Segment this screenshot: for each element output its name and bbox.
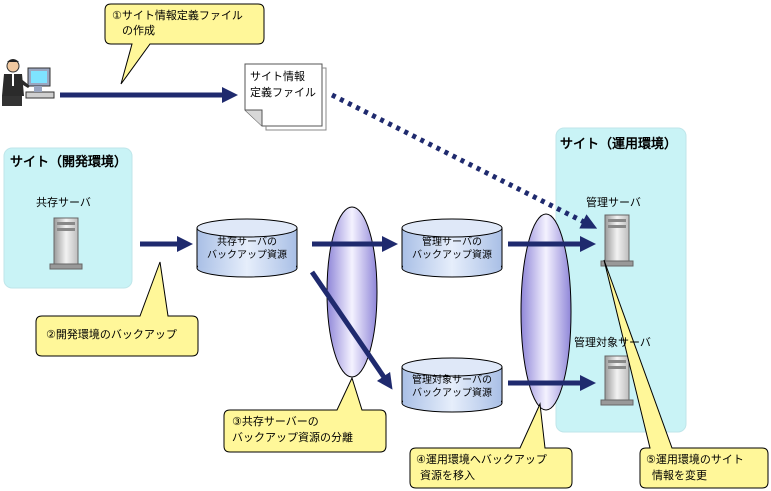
callout-5-bubble [603, 259, 769, 489]
arrow-doc-to-manager-dotted [330, 92, 598, 229]
document-label-line1: サイト情報 [250, 70, 305, 83]
manager-resource-label-line2: バックアップ資源 [412, 250, 492, 261]
callout-3-line2: バックアップ資源の分離 [232, 431, 353, 444]
definition-file-document [244, 63, 327, 131]
callout-3-bubble [223, 376, 387, 453]
coexist-server-label: 共存サーバ [36, 196, 91, 209]
callout-1-line1: ①サイト情報定義ファイル [112, 9, 243, 22]
separation-lens [326, 206, 378, 378]
user-at-pc-icon [2, 59, 55, 106]
target-server-icon [600, 355, 634, 406]
manager-resource-cylinder [401, 218, 503, 278]
coexist-resource-cylinder [196, 218, 298, 278]
document-label-line2: 定義ファイル [250, 86, 316, 99]
callout-5-line2: 情報を変更 [652, 469, 707, 482]
coexist-resource-label-line2: バックアップ資源 [207, 250, 287, 261]
dev-site-title: サイト（開発環境） [10, 155, 128, 170]
coexist-server-icon [49, 217, 83, 270]
ops-site-title: サイト（運用環境） [560, 137, 678, 152]
target-resource-label-line2: バックアップ資源 [412, 388, 492, 399]
import-lens [520, 213, 572, 411]
callout-4-line2: 資源を移入 [420, 469, 475, 482]
target-resource-cylinder [401, 357, 503, 413]
callout-5-line1: ⑤運用環境のサイト [646, 453, 744, 466]
callout-1-line2: の作成 [122, 24, 155, 37]
manager-server-label: 管理サーバ [586, 196, 641, 209]
arrow-coexist-to-target [309, 270, 393, 390]
callout-2-bubble [35, 261, 199, 357]
coexist-resource-label-line1: 共存サーバの [217, 237, 277, 248]
manager-server-icon [600, 214, 634, 267]
callout-4-bubble [409, 402, 573, 489]
callout-2-text: ②開発環境のバックアップ [46, 328, 177, 341]
target-server-label: 管理対象サーバ [574, 336, 651, 349]
callout-4-line1: ④運用環境へバックアップ [416, 453, 547, 466]
callout-1-bubble [104, 3, 265, 85]
callout-3-line1: ③共存サーバーの [232, 415, 319, 428]
manager-resource-label-line1: 管理サーバの [422, 237, 482, 248]
target-resource-label-line1: 管理対象サーバの [412, 375, 492, 386]
